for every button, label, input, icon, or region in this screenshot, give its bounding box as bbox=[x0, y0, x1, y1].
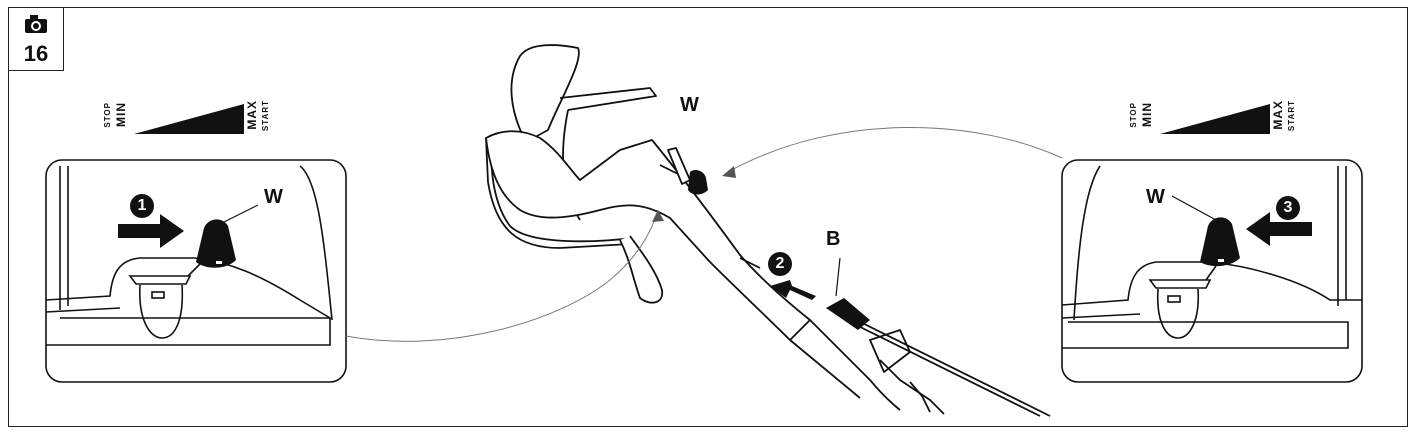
cable-end-b bbox=[826, 298, 870, 330]
scale-right-max: MAX bbox=[1271, 100, 1285, 130]
scale-left-min: MIN bbox=[114, 102, 128, 127]
knob-right bbox=[1200, 217, 1240, 267]
knob-left bbox=[196, 219, 236, 268]
arrow-3 bbox=[1246, 212, 1312, 246]
inset-right bbox=[1061, 159, 1363, 383]
camera-icon bbox=[25, 15, 47, 33]
scale-left-max: MAX bbox=[245, 100, 259, 130]
scale-left-start: START bbox=[261, 100, 270, 132]
label-w-right: W bbox=[1146, 186, 1165, 208]
step-2-badge: 2 bbox=[768, 252, 792, 276]
arrow-1 bbox=[118, 214, 184, 248]
connector-left bbox=[345, 209, 659, 342]
handle-drawing bbox=[485, 44, 1051, 417]
connector-right bbox=[727, 127, 1063, 173]
scale-right-stop: STOP bbox=[1129, 102, 1138, 128]
label-w-left: W bbox=[264, 186, 283, 208]
throttle-wedge-left bbox=[134, 104, 244, 134]
step-1-badge: 1 bbox=[130, 194, 154, 218]
scale-right-min: MIN bbox=[1140, 102, 1154, 127]
step-3-badge: 3 bbox=[1276, 196, 1300, 220]
figure-frame bbox=[8, 7, 1408, 427]
label-b: B bbox=[826, 228, 841, 250]
label-w-center: W bbox=[680, 94, 699, 116]
figure-number: 16 bbox=[23, 41, 49, 66]
scale-left-stop: STOP bbox=[103, 102, 112, 128]
arrow-2 bbox=[770, 280, 816, 300]
figure-badge: 16 bbox=[8, 7, 64, 71]
throttle-wedge-right bbox=[1160, 104, 1270, 134]
inset-left bbox=[45, 159, 347, 383]
knob-center bbox=[688, 170, 708, 195]
scale-right-start: START bbox=[1287, 100, 1296, 132]
